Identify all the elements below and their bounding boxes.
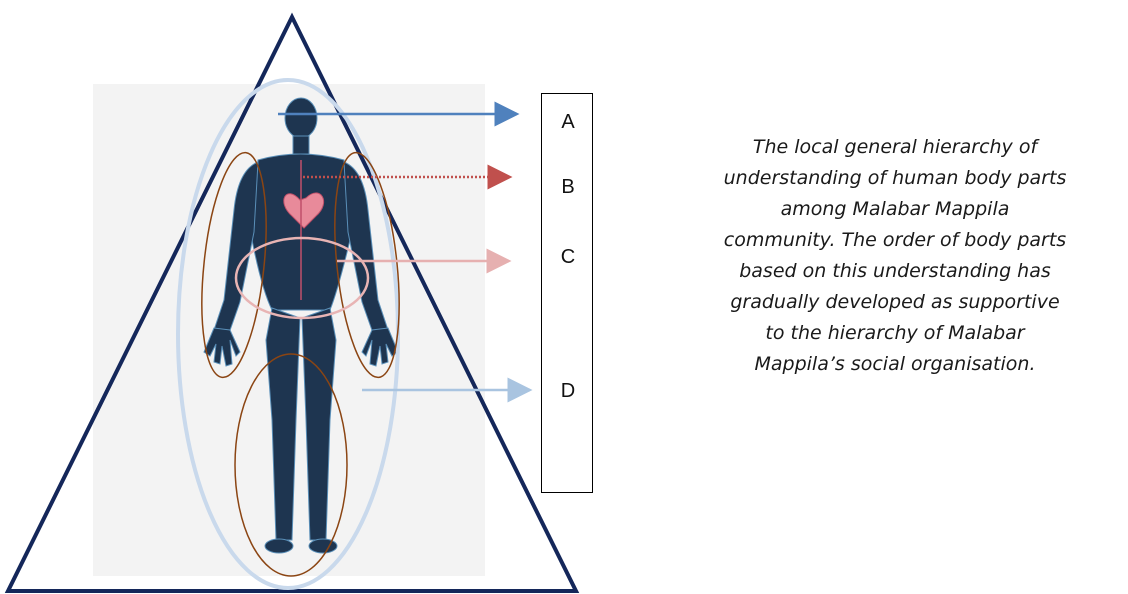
diagram-caption: The local general hierarchy of understan… (665, 132, 1125, 380)
level-labels-box: A B C D (541, 93, 593, 493)
head (285, 98, 317, 138)
level-label-b: B (542, 176, 594, 199)
level-label-a: A (542, 111, 594, 134)
caption-line: based on this understanding has (665, 256, 1125, 287)
caption-line: community. The order of body parts (665, 225, 1125, 256)
right-foot (265, 539, 293, 553)
caption-line: to the hierarchy of Malabar (665, 318, 1125, 349)
level-label-d: D (542, 380, 594, 403)
caption-line: among Malabar Mappila (665, 194, 1125, 225)
caption-line: gradually developed as supportive (665, 287, 1125, 318)
level-label-c: C (542, 246, 594, 269)
caption-line: understanding of human body parts (665, 163, 1125, 194)
neck (293, 136, 309, 154)
caption-line: The local general hierarchy of (665, 132, 1125, 163)
left-foot (309, 539, 337, 553)
caption-line: Mappila’s social organisation. (665, 349, 1125, 380)
